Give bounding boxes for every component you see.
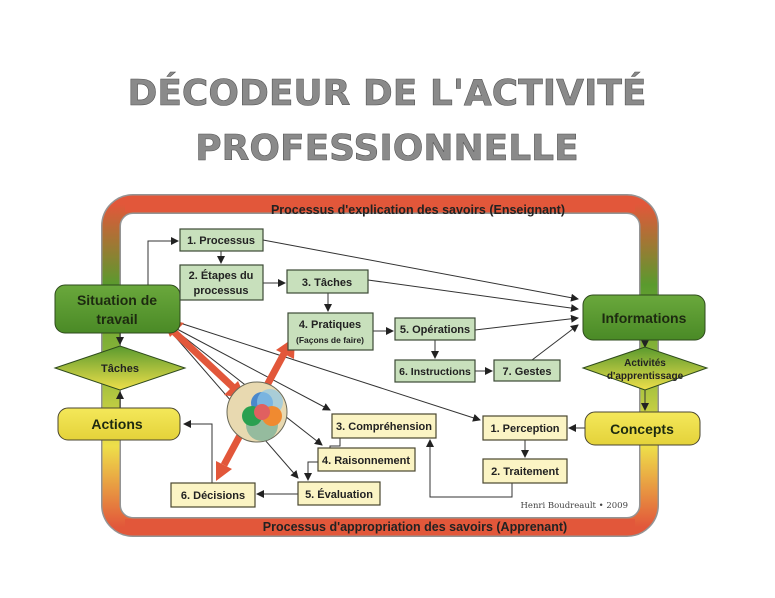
step-traitement: 2. Traitement (482, 458, 568, 484)
title-line-1: DÉCODEUR DE L'ACTIVITÉ (127, 72, 646, 114)
loop-bottom-label: Processus d'appropriation des savoirs (A… (263, 520, 567, 534)
loop-top-band (125, 198, 635, 212)
step-gestes: 7. Gestes (493, 359, 561, 382)
svg-text:5. Évaluation: 5. Évaluation (305, 488, 373, 501)
svg-text:6. Instructions: 6. Instructions (399, 366, 471, 378)
svg-text:Situation de: Situation de (77, 292, 157, 308)
knowledge-loop (102, 195, 658, 536)
node-concepts: Concepts (584, 411, 701, 446)
credit: Henri Boudreault • 2009 (521, 501, 629, 511)
step-decisions: 6. Décisions (170, 482, 256, 508)
node-informations: Informations (582, 294, 706, 341)
svg-text:2. Traitement: 2. Traitement (491, 466, 559, 478)
svg-text:(Façons de faire): (Façons de faire) (296, 335, 364, 345)
loop-top-label: Processus d'explication des savoirs (Ens… (271, 203, 565, 217)
svg-text:3. Compréhension: 3. Compréhension (336, 421, 432, 433)
svg-text:1. Perception: 1. Perception (490, 423, 559, 435)
diamond-activites-apprentissage: Activités d'apprentissage (581, 346, 709, 391)
svg-text:4. Pratiques: 4. Pratiques (299, 319, 361, 331)
step-operations: 5. Opérations (394, 317, 476, 341)
svg-text:4. Raisonnement: 4. Raisonnement (322, 455, 410, 467)
svg-text:processus: processus (193, 285, 248, 297)
svg-text:Tâches: Tâches (101, 363, 139, 375)
step-raisonnement: 4. Raisonnement (317, 447, 416, 472)
svg-text:d'apprentissage: d'apprentissage (607, 371, 684, 382)
step-pratiques: 4. Pratiques (Façons de faire) (287, 312, 374, 351)
loop-bottom-band (125, 519, 635, 534)
svg-text:5. Opérations: 5. Opérations (400, 324, 470, 336)
venn-circle-icon (226, 381, 288, 443)
node-actions: Actions (57, 407, 181, 441)
svg-text:Activités: Activités (624, 358, 666, 369)
step-processus: 1. Processus (179, 228, 264, 252)
svg-text:Actions: Actions (91, 416, 143, 432)
svg-text:3. Tâches: 3. Tâches (302, 277, 352, 289)
step-evaluation: 5. Évaluation (297, 481, 381, 506)
svg-text:Concepts: Concepts (610, 421, 674, 437)
diamond-taches: Tâches (53, 345, 187, 391)
step-taches: 3. Tâches (286, 269, 369, 294)
svg-text:7. Gestes: 7. Gestes (503, 366, 552, 378)
step-instructions: 6. Instructions (394, 359, 476, 383)
step-comprehension: 3. Compréhension (331, 413, 437, 439)
step-perception: 1. Perception (482, 415, 568, 441)
svg-text:2. Étapes du: 2. Étapes du (189, 269, 254, 282)
svg-text:travail: travail (96, 311, 137, 327)
svg-text:6. Décisions: 6. Décisions (181, 490, 245, 502)
node-situation-de-travail: Situation de travail (54, 284, 181, 334)
svg-text:Informations: Informations (602, 310, 687, 326)
title-line-2: PROFESSIONNELLE (195, 128, 578, 169)
svg-text:1. Processus: 1. Processus (187, 235, 255, 247)
loop-shadow (101, 194, 659, 537)
step-etapes-processus: 2. Étapes du processus (179, 264, 264, 301)
